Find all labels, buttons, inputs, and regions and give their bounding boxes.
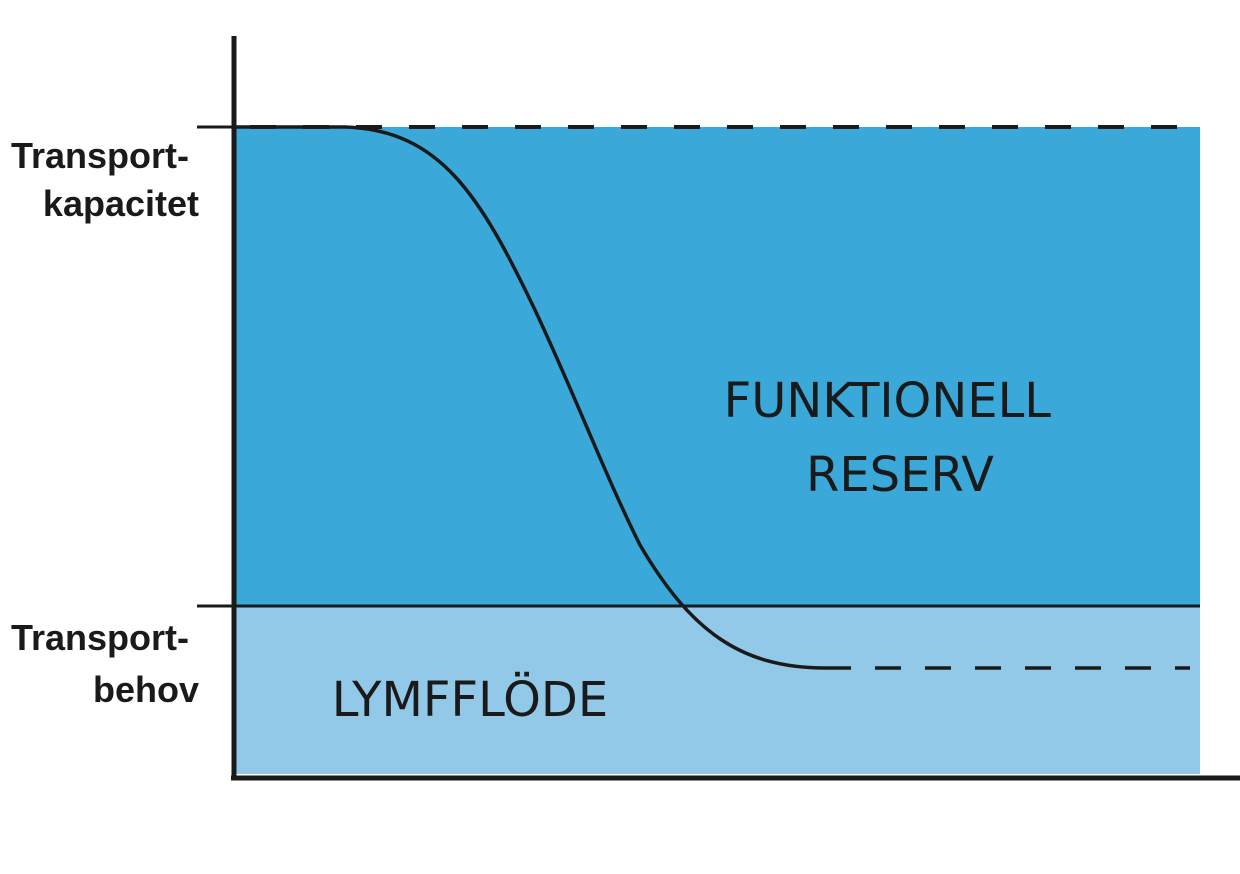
label-transport-capacity-line2: kapacitet <box>43 183 199 224</box>
label-functional-reserve-line1: FUNKTIONELL <box>724 373 1052 429</box>
label-transport-demand-line1: Transport- <box>11 617 189 658</box>
label-transport-demand-line2: behov <box>93 669 199 710</box>
label-lymph-flow: LYMFFLÖDE <box>332 672 608 728</box>
functional-reserve-area <box>235 127 1200 606</box>
capacity-decline-curve <box>235 125 826 670</box>
lymph-flow-area <box>235 606 1200 774</box>
label-transport-demand: Transport- behov <box>11 617 199 710</box>
label-functional-reserve: FUNKTIONELL RESERV <box>724 373 1067 503</box>
label-transport-capacity: Transport- kapacitet <box>11 135 199 224</box>
label-transport-capacity-line1: Transport- <box>11 135 189 176</box>
label-functional-reserve-line2: RESERV <box>806 447 994 503</box>
